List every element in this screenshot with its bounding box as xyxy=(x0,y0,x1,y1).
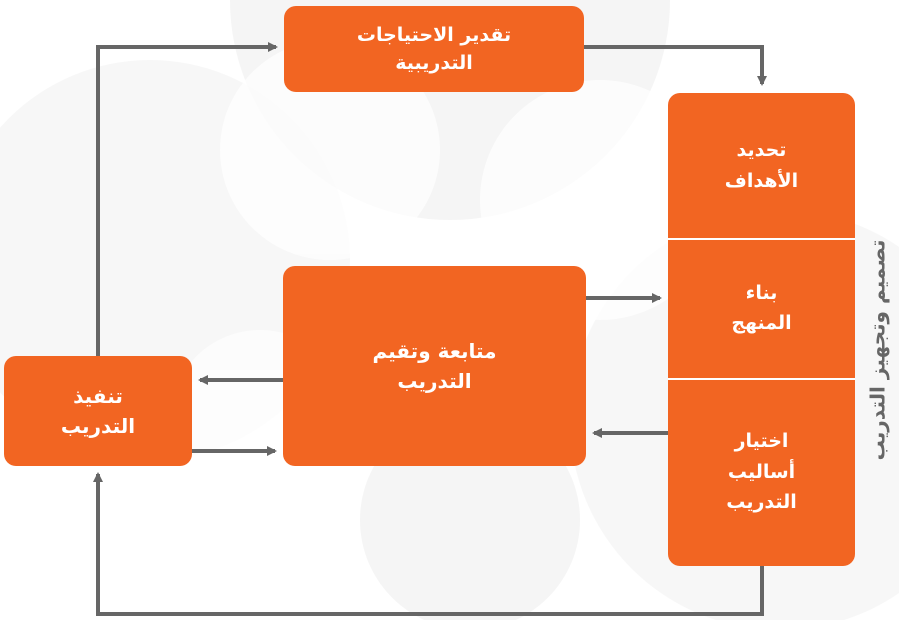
arrow-design-to-implement xyxy=(93,472,764,616)
curriculum-label: بناء المنهج xyxy=(731,281,792,334)
training-needs-box: تقدير الاحتياجات التدريبية xyxy=(284,6,584,92)
arrow-needs-to-design xyxy=(584,45,767,86)
design-group-side-label: تصميم وتجهيز التدريب xyxy=(857,205,897,495)
training-needs-label: تقدير الاحتياجات التدريبية xyxy=(356,23,512,75)
objectives-label: تحديد الأهداف xyxy=(724,139,799,192)
training-methods-label: اختيار أساليب التدريب xyxy=(726,430,797,514)
training-implementation-label: تنفيذ التدريب xyxy=(60,384,136,438)
monitoring-evaluation-box: متابعة وتقيم التدريب xyxy=(283,266,586,466)
monitoring-evaluation-label: متابعة وتقيم التدريب xyxy=(372,339,497,393)
design-group-side-text: تصميم وتجهيز التدريب xyxy=(865,239,889,461)
design-group-box: تحديد الأهداف بناء المنهج اختيار أساليب … xyxy=(668,93,855,566)
arrow-implement-to-needs xyxy=(96,42,278,356)
design-divider-2 xyxy=(668,378,855,380)
training-implementation-box: تنفيذ التدريب xyxy=(4,356,192,466)
design-divider-1 xyxy=(668,238,855,240)
